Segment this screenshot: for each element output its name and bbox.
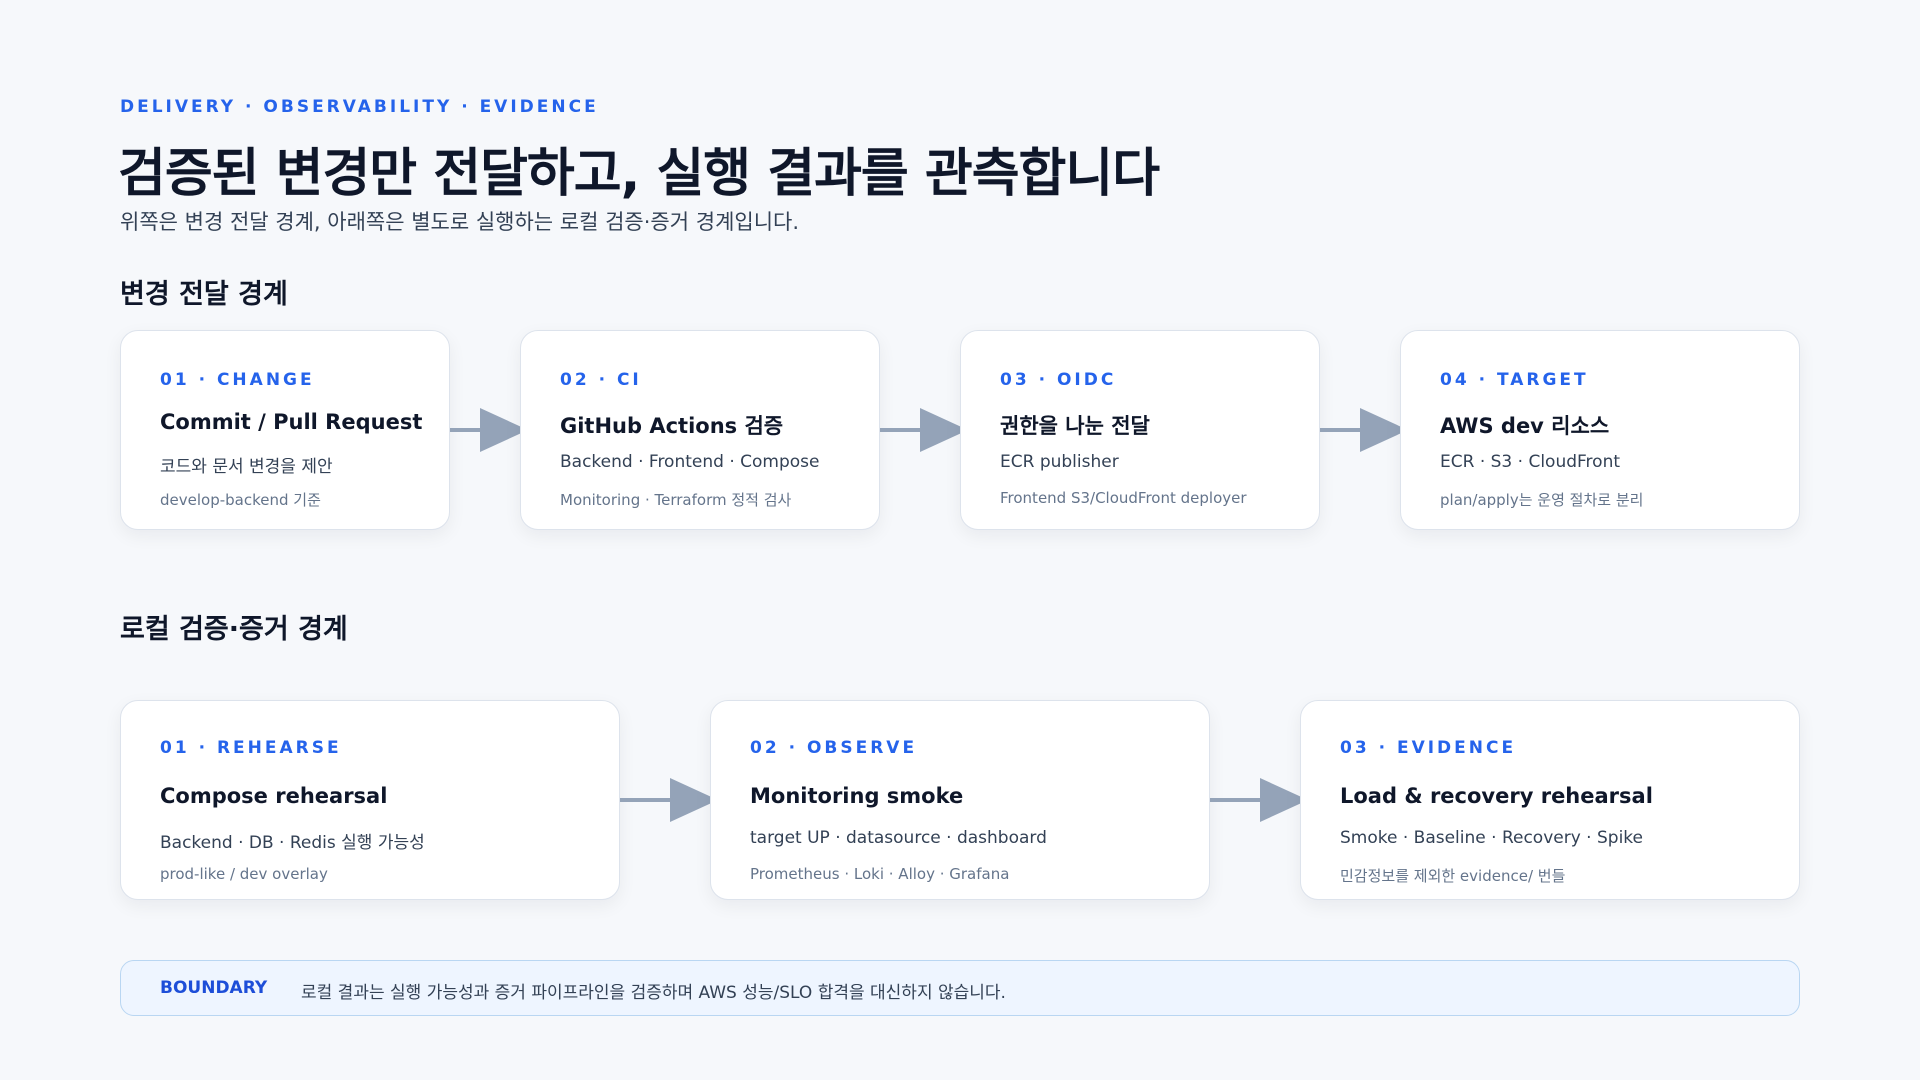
card-description: 코드와 문서 변경을 제안 [160, 457, 333, 477]
step-label: 03 · EVIDENCE [1340, 738, 1517, 758]
card-note: prod-like / dev overlay [160, 865, 328, 883]
card-note: plan/apply는 운영 절차로 분리 [1440, 491, 1644, 509]
card-description: ECR publisher [1000, 452, 1119, 472]
delivery-card-target: 04 · TARGET AWS dev 리소스 ECR · S3 · Cloud… [1400, 330, 1800, 530]
card-title: Load & recovery rehearsal [1340, 784, 1653, 808]
page-title: 검증된 변경만 전달하고, 실행 결과를 관측합니다 [118, 144, 1160, 204]
step-label: 03 · OIDC [1000, 370, 1117, 390]
step-label: 02 · CI [560, 370, 642, 390]
delivery-section-title: 변경 전달 경계 [120, 279, 288, 310]
card-note: Frontend S3/CloudFront deployer [1000, 489, 1247, 507]
page-subtitle: 위쪽은 변경 전달 경계, 아래쪽은 별도로 실행하는 로컬 검증·증거 경계입… [120, 210, 800, 234]
card-title: Commit / Pull Request [160, 410, 423, 434]
delivery-card-change: 01 · CHANGE Commit / Pull Request 코드와 문서… [120, 330, 450, 530]
card-description: Backend · DB · Redis 실행 가능성 [160, 833, 425, 853]
arrow-right-icon [1320, 408, 1408, 452]
card-note: 민감정보를 제외한 evidence/ 번들 [1340, 867, 1566, 885]
card-description: ECR · S3 · CloudFront [1440, 452, 1621, 472]
local-card-rehearse: 01 · REHEARSE Compose rehearsal Backend … [120, 700, 620, 900]
arrow-right-icon [1210, 778, 1308, 822]
boundary-callout: BOUNDARY 로컬 결과는 실행 가능성과 증거 파이프라인을 검증하며 A… [120, 960, 1800, 1016]
local-card-evidence: 03 · EVIDENCE Load & recovery rehearsal … [1300, 700, 1800, 900]
boundary-label: BOUNDARY [160, 978, 268, 998]
card-note: Prometheus · Loki · Alloy · Grafana [750, 865, 1010, 883]
arrow-right-icon [450, 408, 528, 452]
local-section-title: 로컬 검증·증거 경계 [120, 614, 348, 645]
card-note: develop-backend 기준 [160, 491, 321, 509]
card-title: GitHub Actions 검증 [560, 414, 784, 438]
card-title: Compose rehearsal [160, 784, 388, 808]
card-description: Backend · Frontend · Compose [560, 452, 820, 472]
arrow-right-icon [880, 408, 968, 452]
step-label: 04 · TARGET [1440, 370, 1589, 390]
card-description: Smoke · Baseline · Recovery · Spike [1340, 828, 1643, 848]
delivery-card-oidc: 03 · OIDC 권한을 나눈 전달 ECR publisher Fronte… [960, 330, 1320, 530]
card-description: target UP · datasource · dashboard [750, 828, 1047, 848]
eyebrow-label: DELIVERY · OBSERVABILITY · EVIDENCE [120, 97, 599, 117]
delivery-card-ci: 02 · CI GitHub Actions 검증 Backend · Fron… [520, 330, 880, 530]
card-title: Monitoring smoke [750, 784, 964, 808]
arrow-right-icon [620, 778, 718, 822]
card-note: Monitoring · Terraform 정적 검사 [560, 491, 792, 509]
boundary-text: 로컬 결과는 실행 가능성과 증거 파이프라인을 검증하며 AWS 성능/SLO… [301, 983, 1006, 1003]
local-card-observe: 02 · OBSERVE Monitoring smoke target UP … [710, 700, 1210, 900]
card-title: AWS dev 리소스 [1440, 414, 1610, 438]
step-label: 01 · CHANGE [160, 370, 315, 390]
card-title: 권한을 나눈 전달 [1000, 414, 1150, 438]
step-label: 02 · OBSERVE [750, 738, 918, 758]
step-label: 01 · REHEARSE [160, 738, 342, 758]
